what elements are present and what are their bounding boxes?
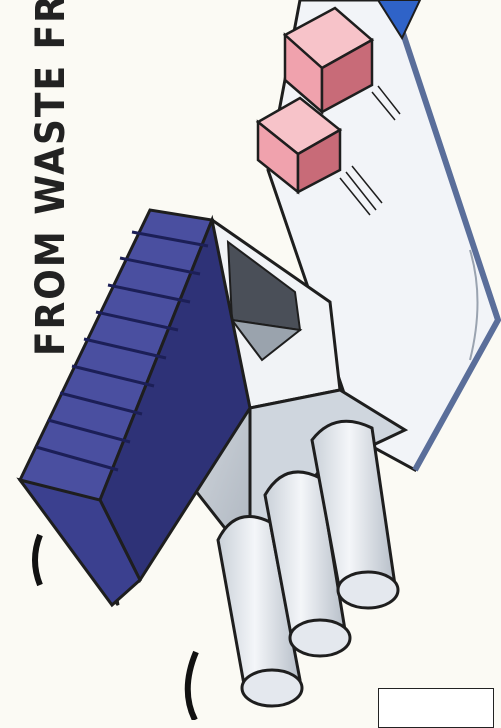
bracket-mark	[35, 535, 40, 585]
caption-box	[378, 688, 494, 728]
bracket-mark	[188, 652, 196, 720]
headline-text: FROM WASTE FRAC	[28, 0, 74, 356]
